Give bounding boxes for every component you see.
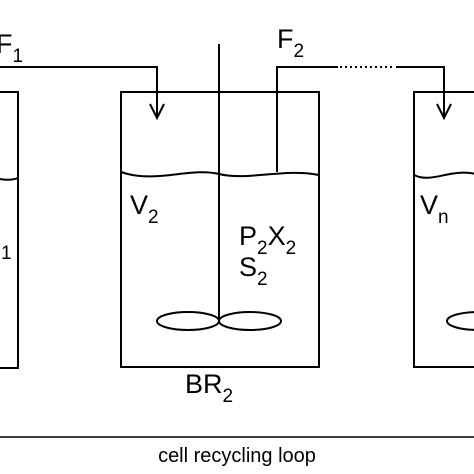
flow-f2-label: F2: [277, 24, 304, 62]
reactor-2-product-biomass-label: P2X2: [239, 221, 296, 259]
reactor-2-biomass-subscript: 2: [286, 238, 297, 259]
flow-f2-subscript: 2: [294, 41, 305, 62]
cell-recycling-loop-label: cell recycling loop: [158, 445, 316, 467]
flow-f1-label: F1: [0, 29, 23, 67]
flow-f1-main: F: [0, 29, 13, 59]
reactor-2-biomass-main: X: [268, 221, 286, 251]
reactor-n: [413, 91, 474, 368]
reactor-2-name-subscript: 2: [223, 386, 234, 407]
reactor-2-product-main: P: [239, 221, 257, 251]
flow-f2-line-end: [396, 66, 445, 118]
reactor-left-wall: [0, 91, 19, 369]
reactor-2-volume-label: V2: [130, 190, 159, 228]
reactor-2-substrate-main: S: [239, 252, 257, 282]
reactor-n-volume-main: V: [420, 190, 438, 220]
reactor-n-wall: [413, 91, 474, 368]
reactor-n-volume-subscript: n: [438, 207, 449, 228]
reactor-2-impeller-right: [218, 311, 282, 331]
reactor-n-liquid-surface: [413, 171, 474, 179]
reactor-n-impeller: [446, 311, 474, 331]
reactor-2-name-label: BR2: [185, 369, 233, 407]
reactor-n-volume-label: Vn: [420, 190, 449, 228]
reactor-2-volume-main: V: [130, 190, 148, 220]
reactor-2-volume-subscript: 2: [148, 207, 159, 228]
flow-f2-main: F: [277, 24, 294, 54]
reactor-2-product-subscript: 2: [257, 238, 268, 259]
reactor-left-liquid-surface: [0, 177, 19, 181]
flow-f2-arrowhead: [436, 103, 452, 121]
reactor-2-substrate-label: S2: [239, 252, 268, 290]
reactor-2: [120, 44, 320, 368]
flow-f1-arrowhead: [149, 103, 165, 121]
reactor-left: [0, 91, 19, 369]
reactor-left-volume-subscript: 1: [1, 243, 12, 264]
reactor-2-substrate-subscript: 2: [257, 269, 268, 290]
reactor-2-name-main: BR: [185, 369, 223, 399]
flow-f1-subscript: 1: [13, 46, 24, 67]
flow-f1-line: [0, 66, 158, 118]
flow-f2-line: [276, 66, 338, 172]
reactor-2-impeller-left: [156, 311, 220, 331]
